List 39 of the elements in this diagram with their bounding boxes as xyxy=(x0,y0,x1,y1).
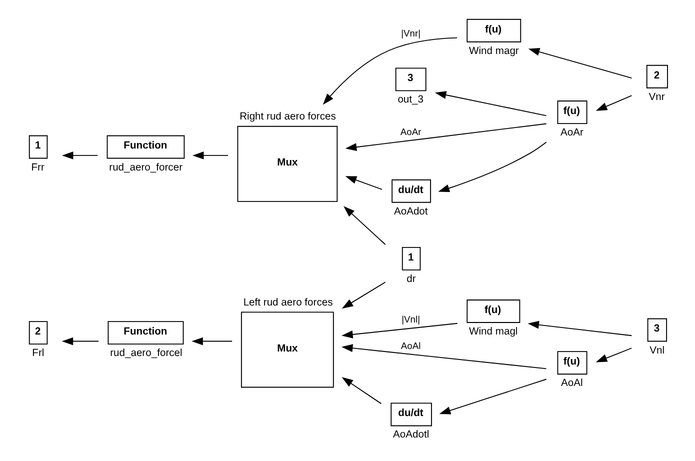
node-label: Left rud aero forces xyxy=(243,296,333,308)
node-label: Vnl xyxy=(650,344,665,356)
arrow xyxy=(439,378,547,414)
node-label: AoAdot xyxy=(394,206,428,217)
node-label: AoAl xyxy=(560,378,583,389)
node-label: Wind magl xyxy=(469,326,518,338)
arrow xyxy=(528,48,632,78)
node-label: out_3 xyxy=(398,94,424,106)
node-label: Frr xyxy=(31,162,44,173)
node-label: rud_aero_forcel xyxy=(110,348,182,359)
arrow xyxy=(341,344,547,369)
node-label: Wind magr xyxy=(469,45,519,56)
arrow xyxy=(342,376,382,404)
edge-label: |Vnl| xyxy=(402,314,420,324)
arrow xyxy=(344,206,386,244)
node-label: dr xyxy=(406,273,416,284)
arrow xyxy=(434,90,547,116)
arrow xyxy=(342,322,458,338)
arrow xyxy=(322,36,458,104)
arrow xyxy=(345,176,382,190)
edge-label: AoAr xyxy=(400,126,422,136)
node-label: Right rud aero forces xyxy=(240,111,336,122)
arrow xyxy=(192,151,228,159)
node-label: Vnr xyxy=(648,91,665,102)
arrow xyxy=(342,281,386,308)
arrow xyxy=(192,336,233,345)
node-label: rud_aero_forcer xyxy=(109,162,183,173)
arrow xyxy=(596,94,632,110)
node-label: AoAdotl xyxy=(393,429,430,440)
node-label: Frl xyxy=(32,348,44,359)
arrow xyxy=(596,347,632,362)
arrow xyxy=(62,336,100,345)
arrow xyxy=(438,141,547,192)
arrow xyxy=(345,122,547,150)
edge-label: |Vnr| xyxy=(401,28,421,38)
edge-label: AoAl xyxy=(400,340,421,350)
node-label: AoAr xyxy=(560,127,584,138)
arrow xyxy=(62,151,98,159)
arrow xyxy=(528,320,632,336)
